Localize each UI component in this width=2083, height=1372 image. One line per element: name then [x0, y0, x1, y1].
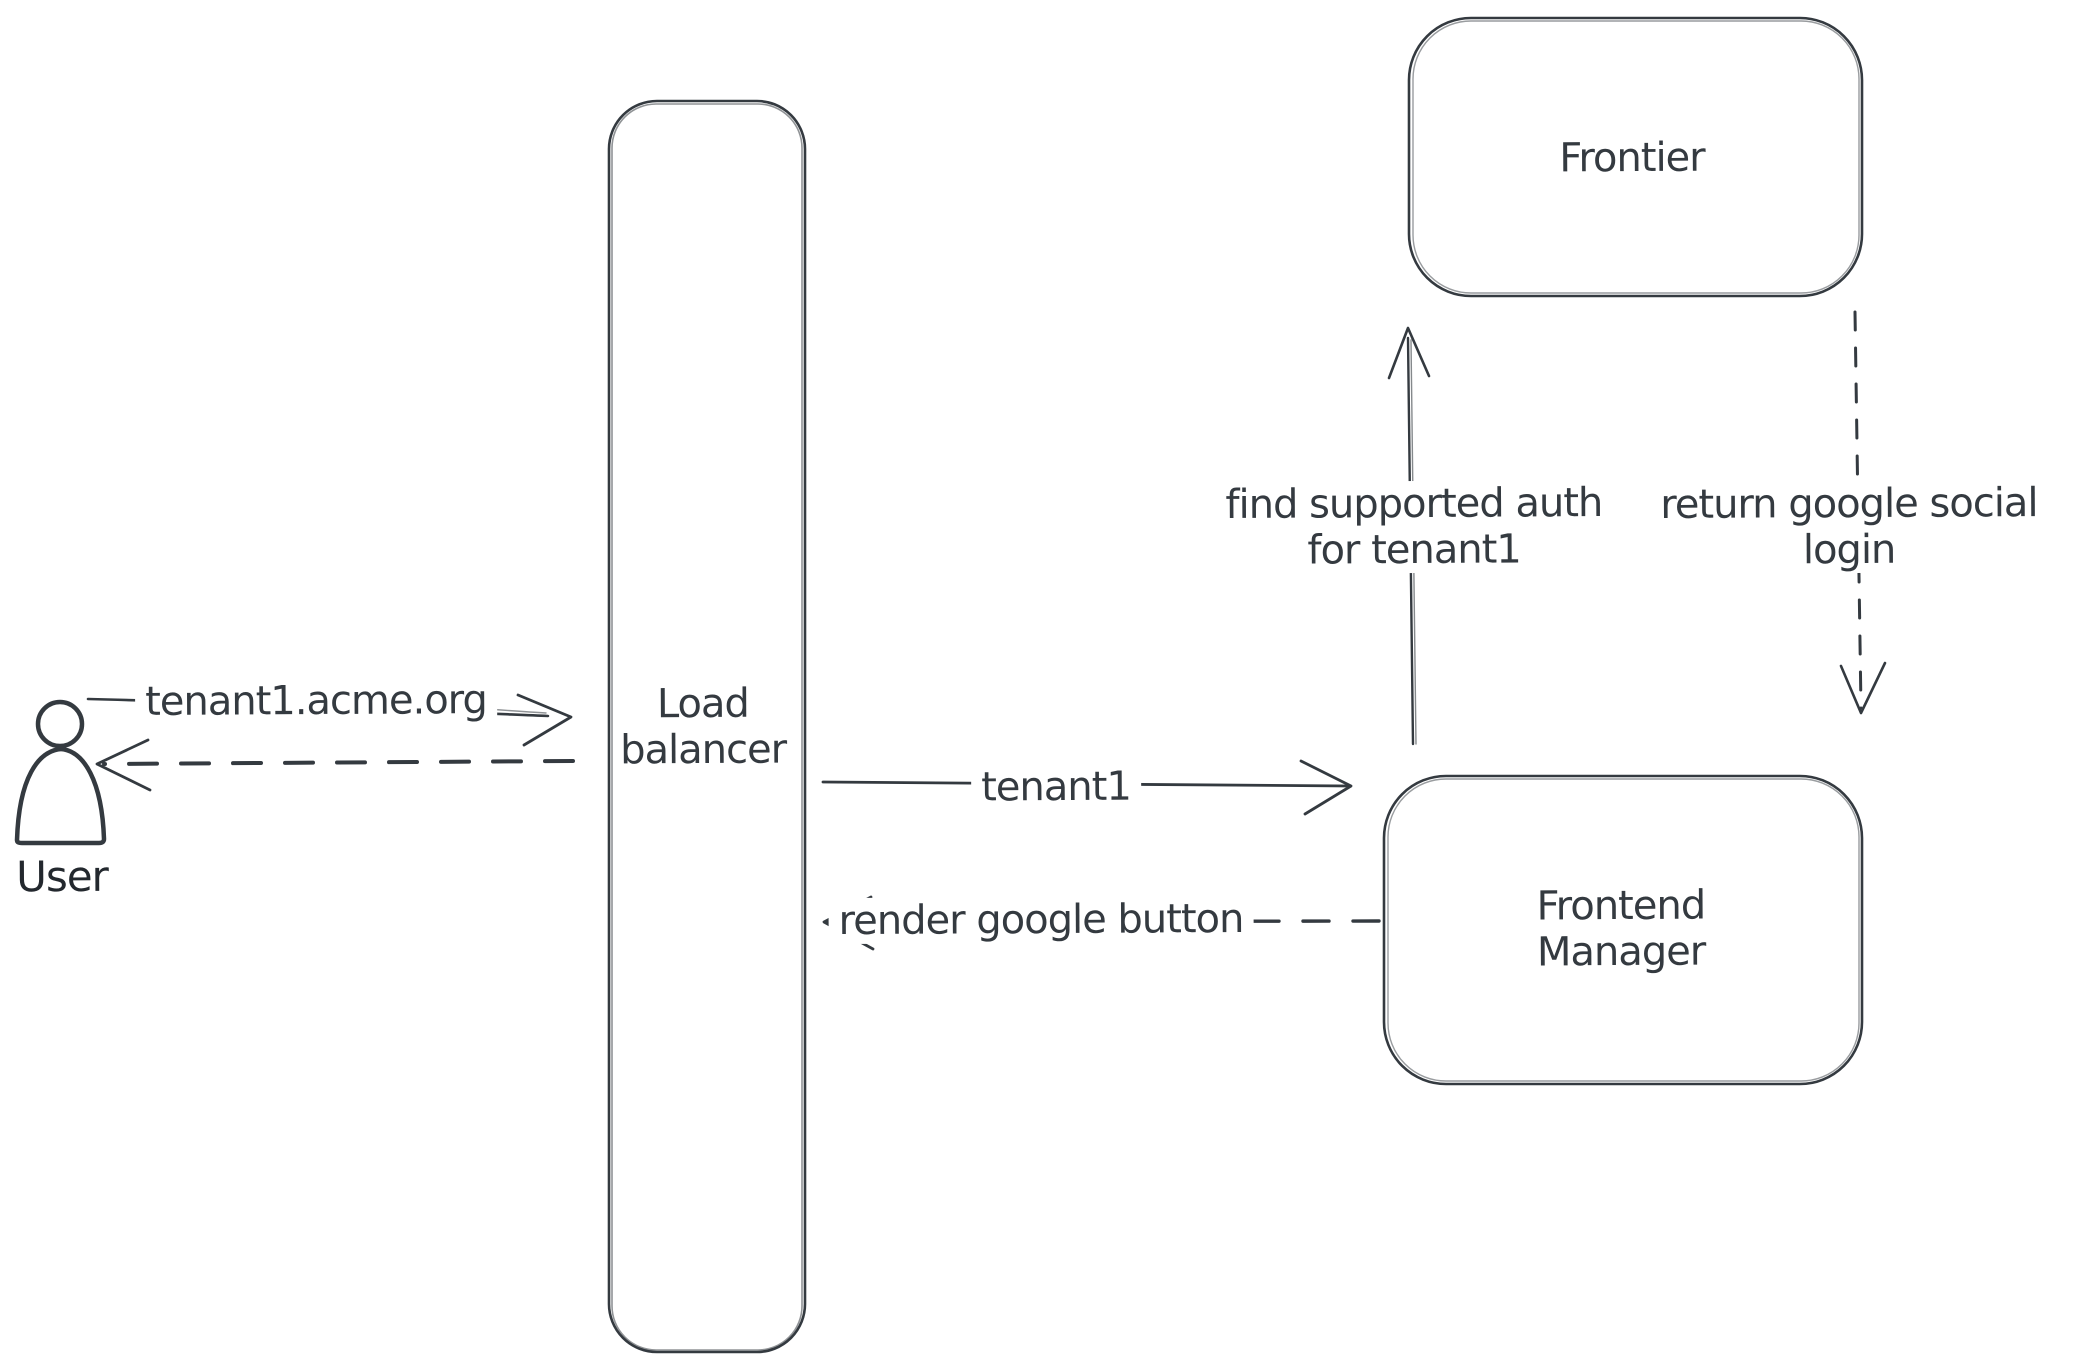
frontier-label: Frontier: [1559, 134, 1705, 182]
frontend-manager-label-line2: Manager: [1536, 928, 1706, 976]
user-icon: [14, 699, 107, 846]
load-balancer-label-line2: balancer: [620, 726, 787, 774]
load-balancer-box: [607, 99, 807, 1354]
edge-label-tenant1-acme-org: tenant1.acme.org: [134, 677, 498, 725]
edge-label-return-google-social-login-line1: return google social: [1660, 480, 2038, 528]
user-label: User: [16, 851, 108, 902]
load-balancer-label: Load balancer: [620, 681, 786, 774]
frontend-manager-label-line1: Frontend: [1536, 882, 1706, 930]
load-balancer-label-line1: Load: [656, 680, 749, 728]
edge-label-return-google-social-login: return google social login: [1650, 479, 2048, 575]
edge-label-find-supported-auth-line2: for tenant1: [1307, 526, 1521, 574]
edge-label-return-google-social-login-line2: login: [1802, 526, 1896, 574]
edge-label-tenant1: tenant1: [971, 763, 1141, 811]
frontend-manager-label: Frontend Manager: [1536, 883, 1705, 976]
edge-label-find-supported-auth: find supported auth for tenant1: [1215, 479, 1613, 575]
arrow-load-balancer-to-user: [95, 738, 575, 792]
edge-label-find-supported-auth-line1: find supported auth: [1225, 480, 1603, 528]
edge-label-render-google-button: render google button: [828, 895, 1254, 945]
frontier-box: [1407, 16, 1864, 298]
frontend-manager-box: [1382, 774, 1864, 1086]
